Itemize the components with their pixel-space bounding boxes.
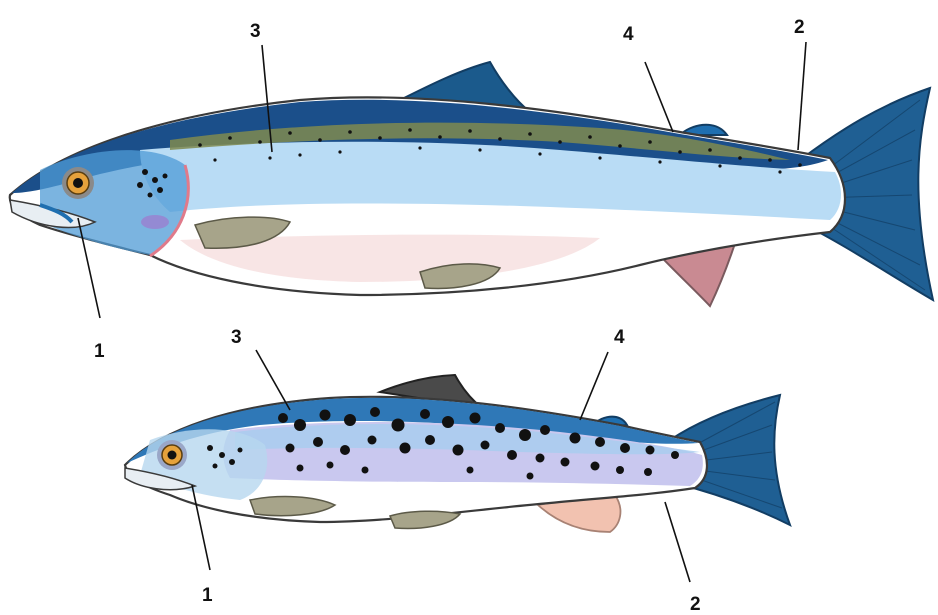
upper-callout-4: 4 [623, 24, 634, 45]
upper-callout-2: 2 [794, 17, 805, 38]
lower-callout-3: 3 [231, 327, 242, 348]
lower-leader-4 [580, 352, 608, 420]
lower-callout-1: 1 [202, 585, 213, 606]
lower-leader-3 [256, 350, 290, 410]
upper-leader-2 [798, 42, 806, 150]
upper-callout-1: 1 [94, 341, 105, 362]
upper-leader-4 [645, 62, 673, 132]
lower-callout-4: 4 [614, 327, 625, 348]
lower-callout-2: 2 [690, 594, 701, 615]
lower-fish: 3 4 1 2 [125, 327, 790, 615]
lower-pelvic-fin [390, 511, 460, 528]
lower-leader-2 [665, 502, 690, 582]
upper-gill-cover [40, 150, 188, 255]
lower-eye [157, 440, 187, 470]
upper-callout-3: 3 [250, 21, 261, 42]
upper-cheek-patch [141, 215, 169, 229]
upper-eye [62, 167, 94, 199]
upper-fish: 3 4 2 1 [10, 17, 933, 362]
